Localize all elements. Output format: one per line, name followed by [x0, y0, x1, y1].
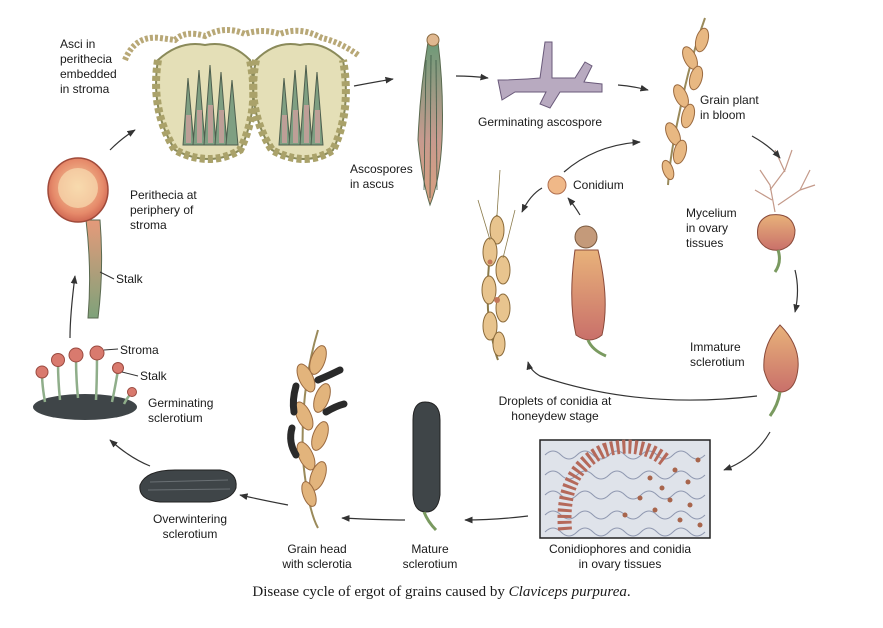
- label-asci-in-perithecia: Asci in perithecia embedded in stroma: [60, 37, 117, 97]
- label-overwintering-sclerotium: Overwintering sclerotium: [140, 512, 240, 542]
- label-germinating-sclerotium: Germinating sclerotium: [148, 396, 213, 426]
- immature-sclerotium-drawing: [764, 325, 798, 416]
- caption-species-name: Claviceps purpurea: [509, 584, 627, 600]
- label-mature-sclerotium: Mature sclerotium: [390, 542, 470, 572]
- conidium-drawing: [548, 176, 566, 194]
- caption-text: Disease cycle of ergot of grains caused …: [252, 584, 508, 600]
- germinating-ascospore-drawing: [498, 42, 602, 108]
- ascus-drawing: [418, 34, 443, 205]
- mycelium-ovary-drawing: [755, 150, 815, 272]
- label-stroma: Stroma: [120, 343, 159, 358]
- leader-lines: [100, 272, 138, 376]
- label-conidium: Conidium: [573, 178, 624, 193]
- label-mycelium-in-ovary: Mycelium in ovary tissues: [686, 206, 737, 251]
- label-germinating-ascospore: Germinating ascospore: [478, 115, 602, 130]
- label-stalk-top: Stalk: [116, 272, 143, 287]
- ovary-tissue-section-drawing: [540, 440, 710, 538]
- figure-caption: Disease cycle of ergot of grains caused …: [0, 584, 883, 601]
- label-conidiophores-and-conidia: Conidiophores and conidia in ovary tissu…: [530, 542, 710, 572]
- mature-sclerotium-drawing: [413, 402, 440, 530]
- caption-end: .: [627, 584, 631, 600]
- perithecia-section-drawing: [125, 30, 358, 159]
- honeydew-ovary-drawing: [572, 226, 606, 356]
- overwintering-sclerotium-drawing: [140, 470, 236, 502]
- label-stalk-bottom: Stalk: [140, 369, 167, 384]
- stroma-head-drawing: [48, 158, 108, 318]
- label-grain-head-with-sclerotia: Grain head with sclerotia: [262, 542, 372, 572]
- label-perithecia-periphery: Perithecia at periphery of stroma: [130, 188, 197, 233]
- label-immature-sclerotium: Immature sclerotium: [690, 340, 745, 370]
- honeydew-wheat-head-drawing: [478, 170, 515, 360]
- grain-head-sclerotia-drawing: [291, 330, 344, 528]
- label-grain-plant-in-bloom: Grain plant in bloom: [700, 93, 759, 123]
- label-ascospores-in-ascus: Ascospores in ascus: [350, 162, 413, 192]
- label-droplets-of-conidia: Droplets of conidia at honeydew stage: [470, 394, 640, 424]
